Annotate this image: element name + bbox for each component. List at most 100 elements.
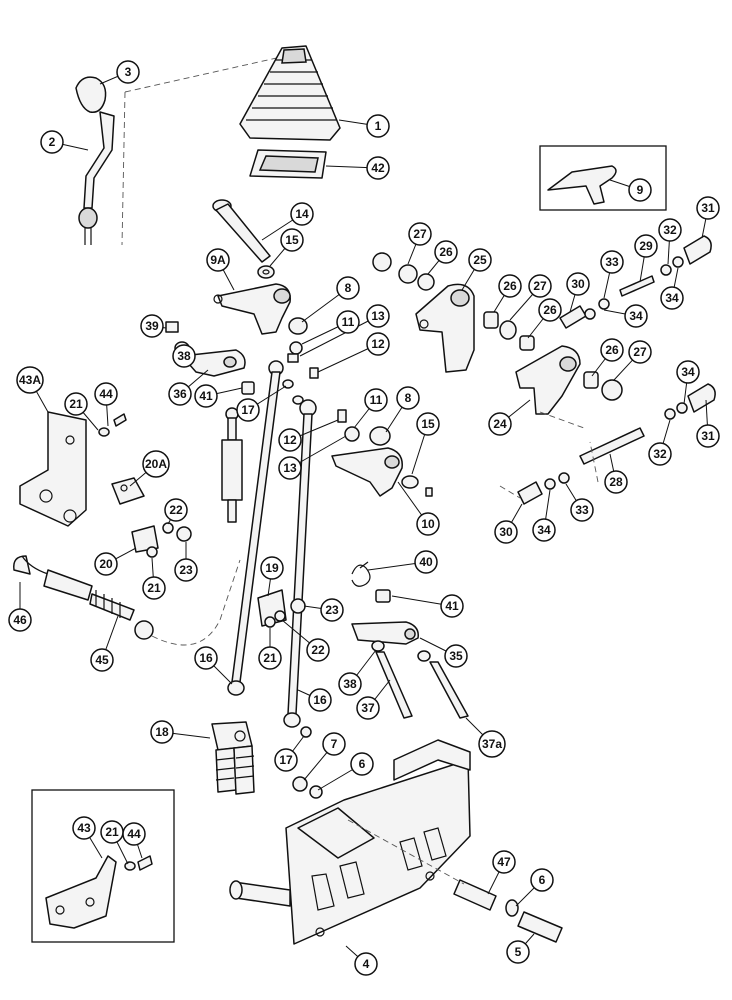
part-detent-lever <box>351 621 419 645</box>
callout-circle <box>308 688 332 712</box>
callout-21: 21 <box>100 820 124 844</box>
callout-circle <box>628 340 652 364</box>
callout-circle <box>414 550 438 574</box>
callout-3: 3 <box>116 60 140 84</box>
part-lower-washers <box>292 726 323 799</box>
callout-21: 21 <box>258 646 282 670</box>
callout-label: 34 <box>665 291 679 305</box>
callout-30: 30 <box>566 272 590 296</box>
callout-label: 33 <box>575 503 589 517</box>
callout-label: 14 <box>295 207 309 221</box>
callout-9A: 9A <box>206 248 230 272</box>
callout-circle <box>634 234 658 258</box>
callout-label: 16 <box>313 693 327 707</box>
callout-label: 3 <box>125 65 132 79</box>
callout-label: 13 <box>371 309 385 323</box>
callout-41: 41 <box>440 594 464 618</box>
callout-19: 19 <box>260 556 284 580</box>
callout-label: 5 <box>515 945 522 959</box>
callout-label: 46 <box>13 613 27 627</box>
callout-20: 20 <box>94 552 118 576</box>
callout-circle <box>530 868 554 892</box>
callout-circle <box>366 304 390 328</box>
callout-34: 34 <box>532 518 556 542</box>
callout-label: 23 <box>325 603 339 617</box>
callout-label: 21 <box>105 825 119 839</box>
callout-6: 6 <box>530 868 554 892</box>
callout-label: 39 <box>145 319 159 333</box>
callout-circle <box>140 314 164 338</box>
callout-circle <box>600 338 624 362</box>
callout-circle <box>64 392 88 416</box>
callout-39: 39 <box>140 314 164 338</box>
part-bushes-upper <box>287 317 319 379</box>
callout-label: 27 <box>633 345 647 359</box>
callout-label: 43A <box>19 373 41 387</box>
callout-34: 34 <box>624 304 648 328</box>
callout-circle <box>168 382 192 406</box>
callout-44: 44 <box>94 382 118 406</box>
callout-circle <box>444 644 468 668</box>
callout-2: 2 <box>40 130 64 154</box>
callout-circle <box>94 382 118 406</box>
callout-label: 12 <box>371 337 385 351</box>
callout-circle <box>260 556 284 580</box>
callout-circle <box>570 498 594 522</box>
callout-29: 29 <box>634 234 658 258</box>
callout-label: 40 <box>419 555 433 569</box>
callout-circle <box>174 558 198 582</box>
callout-label: 11 <box>370 393 383 407</box>
callout-circle <box>492 850 516 874</box>
callout-circle <box>696 196 720 220</box>
callout-circle <box>336 310 360 334</box>
callout-6: 6 <box>350 752 374 776</box>
callout-label: 25 <box>473 253 487 267</box>
callout-label: 32 <box>663 223 677 237</box>
callout-17: 17 <box>236 398 260 422</box>
callout-circle <box>322 732 346 756</box>
callout-layer: 123456678899A101111121213131415151616171… <box>8 60 720 976</box>
callout-14: 14 <box>290 202 314 226</box>
part-detent-upper <box>559 235 712 329</box>
callout-label: 15 <box>421 417 435 431</box>
callout-circle <box>116 60 140 84</box>
callout-37a: 37a <box>478 730 506 758</box>
callout-label: 27 <box>533 279 547 293</box>
part-small-bracket <box>111 477 145 505</box>
callout-22: 22 <box>164 498 188 522</box>
callout-38: 38 <box>338 672 362 696</box>
callout-circle <box>676 360 700 384</box>
callout-10: 10 <box>416 512 440 536</box>
callout-circle <box>306 638 330 662</box>
callout-5: 5 <box>506 940 530 964</box>
callout-41: 41 <box>194 384 218 408</box>
callout-circle <box>258 646 282 670</box>
part-cross-shaft <box>517 383 716 505</box>
callout-26: 26 <box>434 240 458 264</box>
callout-label: 31 <box>701 201 715 215</box>
callout-label: 19 <box>265 561 279 575</box>
part-pin <box>212 199 271 263</box>
callout-label: 1 <box>375 119 382 133</box>
callout-35: 35 <box>444 644 468 668</box>
callout-circle <box>142 576 166 600</box>
callout-label: 41 <box>199 389 213 403</box>
callout-8: 8 <box>336 276 360 300</box>
part-gas-strut <box>221 407 243 523</box>
callout-label: 7 <box>331 737 338 751</box>
callout-21: 21 <box>64 392 88 416</box>
callout-26: 26 <box>498 274 522 298</box>
callout-12: 12 <box>366 332 390 356</box>
callout-circle <box>468 248 492 272</box>
part-clip-assembly <box>131 522 192 558</box>
callout-circle <box>658 218 682 242</box>
part-selector-lever <box>213 283 291 335</box>
callout-circle <box>366 156 390 180</box>
callout-circle <box>320 598 344 622</box>
callout-label: 34 <box>537 523 551 537</box>
callout-21: 21 <box>142 576 166 600</box>
callout-18: 18 <box>150 720 174 744</box>
part-mounting-bracket <box>19 411 87 527</box>
callout-28: 28 <box>604 470 628 494</box>
callout-circle <box>90 648 114 672</box>
